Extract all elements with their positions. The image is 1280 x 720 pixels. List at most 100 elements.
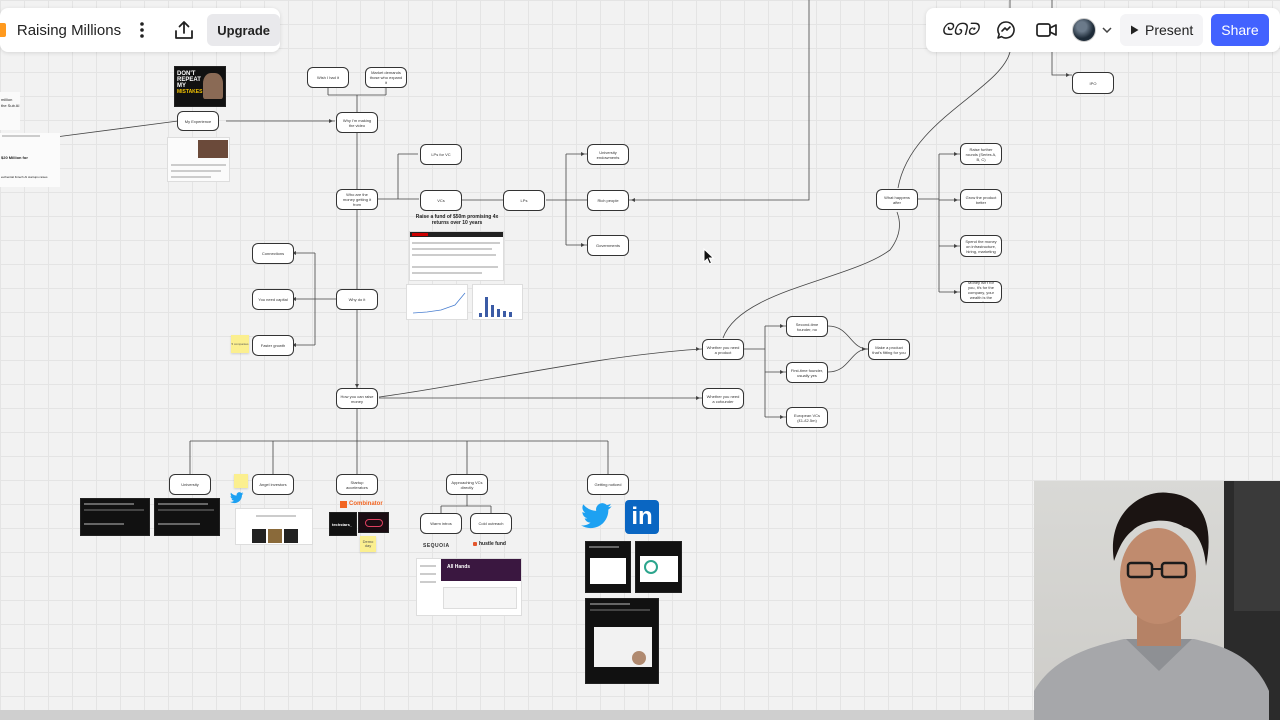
- sticky-note-angel[interactable]: [234, 474, 248, 488]
- article-subline: euthential fintech AI startups raises: [1, 175, 48, 179]
- news-article-thumbnail[interactable]: [409, 231, 504, 281]
- node-vcs[interactable]: VCs: [420, 190, 462, 211]
- all-hands-title: All Hands: [447, 564, 471, 570]
- accelerator-logo-tile[interactable]: [358, 512, 389, 533]
- mouse-pointer-icon: [703, 248, 715, 265]
- present-button[interactable]: Present: [1120, 14, 1204, 46]
- node-market-demands[interactable]: Market demands those who expand it: [365, 67, 407, 88]
- more-options-button[interactable]: [127, 14, 158, 46]
- node-how-you-raise[interactable]: How you can raise money: [336, 388, 378, 409]
- screenshot-thumbnail-university-2[interactable]: [154, 498, 220, 536]
- techstars-logo-tile[interactable]: techstars_: [329, 512, 357, 536]
- video-camera-icon: [1036, 23, 1057, 37]
- article-thumbnail-left-2[interactable]: $20 Million for euthential fintech AI st…: [0, 133, 60, 187]
- node-european-vcs[interactable]: European VCs (£1-£2.5m): [786, 407, 828, 428]
- node-startup-accelerators[interactable]: Startup accelerators: [336, 474, 378, 495]
- thumbnail-text: DON'T: [177, 71, 196, 77]
- node-my-experience[interactable]: My Experience: [177, 111, 219, 131]
- node-grow-product[interactable]: Grow the product better: [960, 189, 1002, 210]
- board-toolbar: Raising Millions Upgrade: [0, 8, 280, 52]
- reactions-icon[interactable]: ᘓᘏᘒ: [940, 20, 980, 39]
- node-angel-investors[interactable]: Angel investors: [252, 474, 294, 495]
- upload-icon: [174, 21, 193, 39]
- comments-button[interactable]: [990, 14, 1022, 46]
- node-money-isnt-for-you[interactable]: Money isn't for you, it's for the compan…: [960, 281, 1002, 303]
- presenter-webcam: [1034, 481, 1280, 720]
- thumbnail-face: [203, 73, 223, 99]
- ycombinator-logo-text: Combinator: [349, 501, 383, 507]
- node-wish-i-had-it[interactable]: Wish I had it: [307, 67, 349, 88]
- board-name[interactable]: Raising Millions: [16, 21, 122, 39]
- screenshot-thumbnail-university-1[interactable]: [80, 498, 150, 536]
- collaboration-toolbar: ᘓᘏᘒ Present Share: [926, 8, 1280, 52]
- node-make-product[interactable]: Make a product that's fitting for you: [868, 339, 910, 360]
- chevron-down-icon: [1102, 27, 1112, 33]
- node-cold-outreach[interactable]: Cold outreach: [470, 513, 512, 534]
- node-who-getting-from[interactable]: Who are the money getting it from: [336, 189, 378, 210]
- node-ipo[interactable]: IPO: [1072, 72, 1114, 94]
- node-why-making-video[interactable]: Why I'm making the video: [336, 112, 378, 133]
- user-avatar-menu[interactable]: [1072, 18, 1112, 42]
- sticky-note-companies[interactable]: 5 companies: [231, 335, 249, 353]
- thumbnail-text: MISTAKES: [177, 89, 203, 95]
- linkedin-icon: in: [625, 500, 659, 534]
- screenshot-thumbnail-experience[interactable]: [167, 137, 230, 182]
- board-color-indicator: [0, 23, 6, 37]
- node-first-time-founder[interactable]: First-time founder, usually yes: [786, 362, 828, 383]
- video-call-button[interactable]: [1031, 14, 1063, 46]
- article-snippet-text: the Sub AI: [1, 103, 20, 108]
- chat-bubble-icon: [997, 21, 1015, 39]
- thumbnail-text: MY: [177, 83, 186, 89]
- article-snippet-text: million: [1, 97, 13, 102]
- sticky-note-demo-day[interactable]: Demo day: [360, 536, 376, 552]
- screenshot-thumbnail-tweet-3[interactable]: [585, 598, 659, 684]
- screenshot-thumbnail-tweet-1[interactable]: [585, 541, 631, 593]
- node-whether-product[interactable]: Whether you need a product: [702, 339, 744, 360]
- node-governments[interactable]: Governments: [587, 235, 629, 256]
- hustle-fund-logo: hustle fund: [479, 541, 506, 547]
- node-why-do-it[interactable]: Why do it: [336, 289, 378, 310]
- vertical-dots-icon: [140, 22, 145, 38]
- youtube-thumbnail-dont-repeat[interactable]: DON'T REPEAT MY MISTAKES: [174, 66, 226, 107]
- node-warm-intros[interactable]: Warm intros: [420, 513, 462, 534]
- screenshot-thumbnail-tweet-2[interactable]: [635, 541, 682, 593]
- node-university-endowments[interactable]: University endowments: [587, 144, 629, 165]
- sequoia-logo: SEQUOIA: [423, 543, 450, 549]
- node-lps-for-vc[interactable]: LPs for VC: [420, 144, 462, 165]
- play-icon: [1131, 25, 1139, 35]
- ycombinator-logo: [340, 501, 347, 508]
- node-what-happens-after[interactable]: What happens after: [876, 189, 918, 210]
- node-university[interactable]: University: [169, 474, 211, 495]
- article-headline: $20 Million for: [1, 155, 28, 160]
- thumbnail-text: REPEAT: [177, 77, 201, 83]
- upgrade-button[interactable]: Upgrade: [207, 14, 280, 46]
- twitter-bird-icon: [581, 503, 612, 529]
- node-faster-growth[interactable]: Faster growth: [252, 335, 294, 356]
- node-getting-noticed[interactable]: Getting noticed: [587, 474, 629, 495]
- share-button[interactable]: Share: [1211, 14, 1269, 46]
- present-label: Present: [1145, 22, 1194, 38]
- node-approaching-vcs[interactable]: Approaching VCs directly: [446, 474, 488, 495]
- mini-line-chart: [412, 292, 466, 314]
- node-raise-further-rounds[interactable]: Raise further rounds (Series A, B, C): [960, 143, 1002, 165]
- twitter-bird-icon: [230, 492, 244, 504]
- node-spend-money[interactable]: Spend the money on infrastructure, hirin…: [960, 235, 1002, 257]
- export-button[interactable]: [168, 14, 199, 46]
- node-whether-cofounder[interactable]: Whether you need a cofounder: [702, 388, 744, 409]
- chart-thumbnail-line[interactable]: [406, 284, 468, 320]
- node-rich-people[interactable]: Rich people: [587, 190, 629, 211]
- article-headline-fund: Raise a fund of $50m promising 4x return…: [415, 214, 499, 226]
- bottom-scrollbar-area[interactable]: [0, 710, 1034, 720]
- article-thumbnail-left-1[interactable]: million the Sub AI: [0, 92, 20, 130]
- screenshot-thumbnail-all-hands[interactable]: All Hands: [416, 558, 522, 616]
- node-you-need-capital[interactable]: You need capital: [252, 289, 294, 310]
- node-second-time-founder[interactable]: Second-time founder, no: [786, 316, 828, 337]
- hustle-fund-mark: [473, 542, 477, 546]
- user-avatar[interactable]: [1072, 18, 1096, 42]
- chart-thumbnail-bars[interactable]: [472, 284, 523, 320]
- screenshot-thumbnail-angel[interactable]: [235, 508, 313, 545]
- presenter-silhouette: [1034, 481, 1280, 720]
- node-connections[interactable]: Connections: [252, 243, 294, 264]
- node-lps[interactable]: LPs: [503, 190, 545, 211]
